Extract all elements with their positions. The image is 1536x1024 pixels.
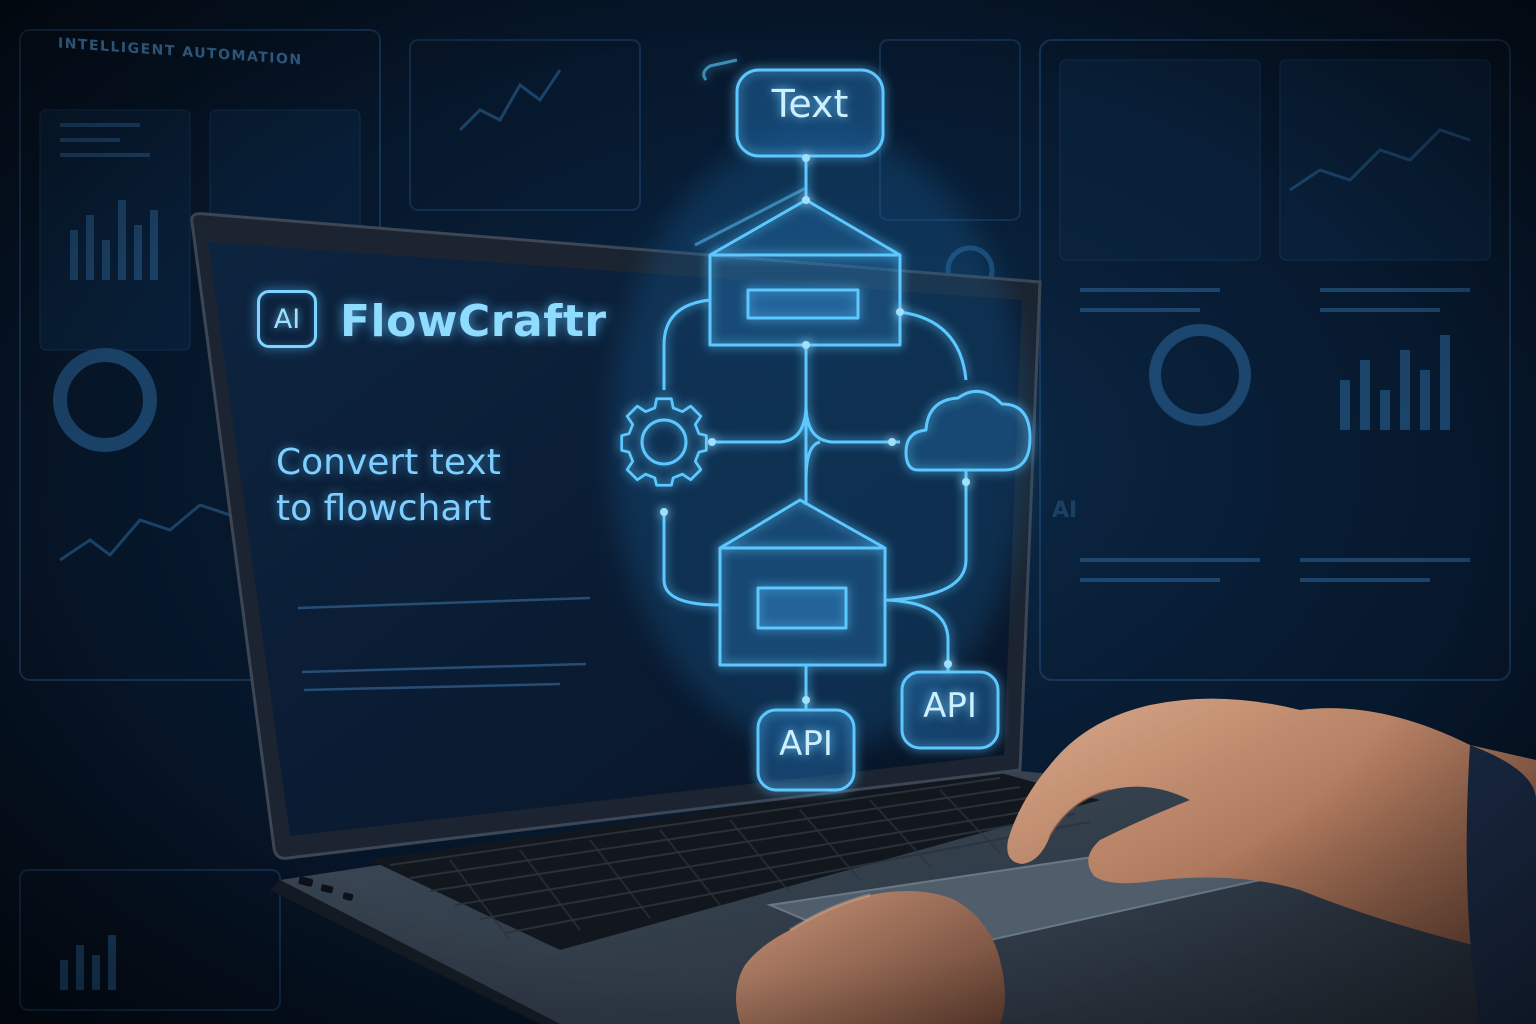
flow-node-api-right-label: API [923,686,977,726]
flow-node-api-left-label: API [779,724,833,764]
background-ai-text: AI [1052,498,1078,523]
flow-node-text-label: Text [771,82,849,126]
